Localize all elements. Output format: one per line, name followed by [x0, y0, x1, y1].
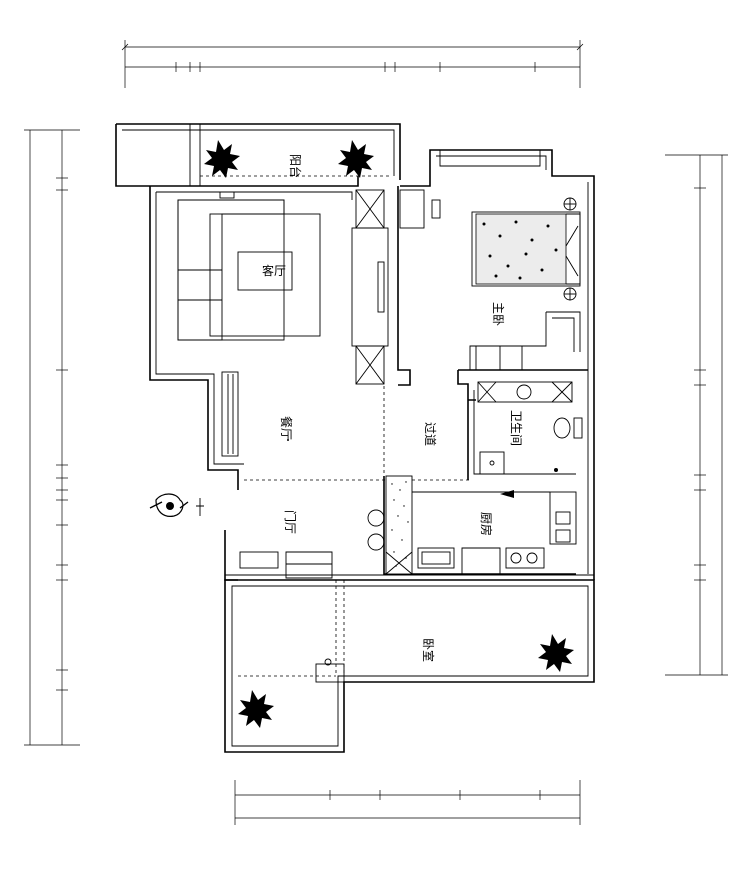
- hallway-label: 过道: [423, 422, 437, 446]
- dining-room: [221, 371, 470, 481]
- north-balcony-label: 阳台: [288, 154, 303, 178]
- plant-icon: [238, 690, 274, 728]
- dining-room-label: 餐厅: [279, 416, 294, 440]
- bottom-dimensions: [234, 780, 581, 825]
- master-bedroom-label: 主卧: [491, 302, 505, 326]
- kitchen-label: 厨房: [479, 512, 494, 536]
- plant-icon: [204, 140, 240, 178]
- entrance-hall: [149, 493, 385, 579]
- south-room-label: 卧室: [421, 638, 436, 662]
- top-dimensions: [121, 40, 584, 88]
- entrance-label: 门厅: [283, 510, 298, 534]
- bathroom: [457, 369, 588, 480]
- south-room: [224, 574, 595, 753]
- living-room: [177, 191, 321, 341]
- bathroom-label: 卫生间: [509, 410, 523, 446]
- master-bedroom: [399, 189, 581, 370]
- plant-icon: [538, 634, 574, 672]
- outer-walls: [149, 149, 595, 581]
- living-partition: [351, 186, 411, 386]
- right-dimensions: [665, 154, 728, 676]
- living-room-label: 客厅: [262, 263, 286, 278]
- left-dimensions: [24, 129, 80, 746]
- kitchen: [383, 475, 577, 575]
- plant-icon: [338, 140, 374, 178]
